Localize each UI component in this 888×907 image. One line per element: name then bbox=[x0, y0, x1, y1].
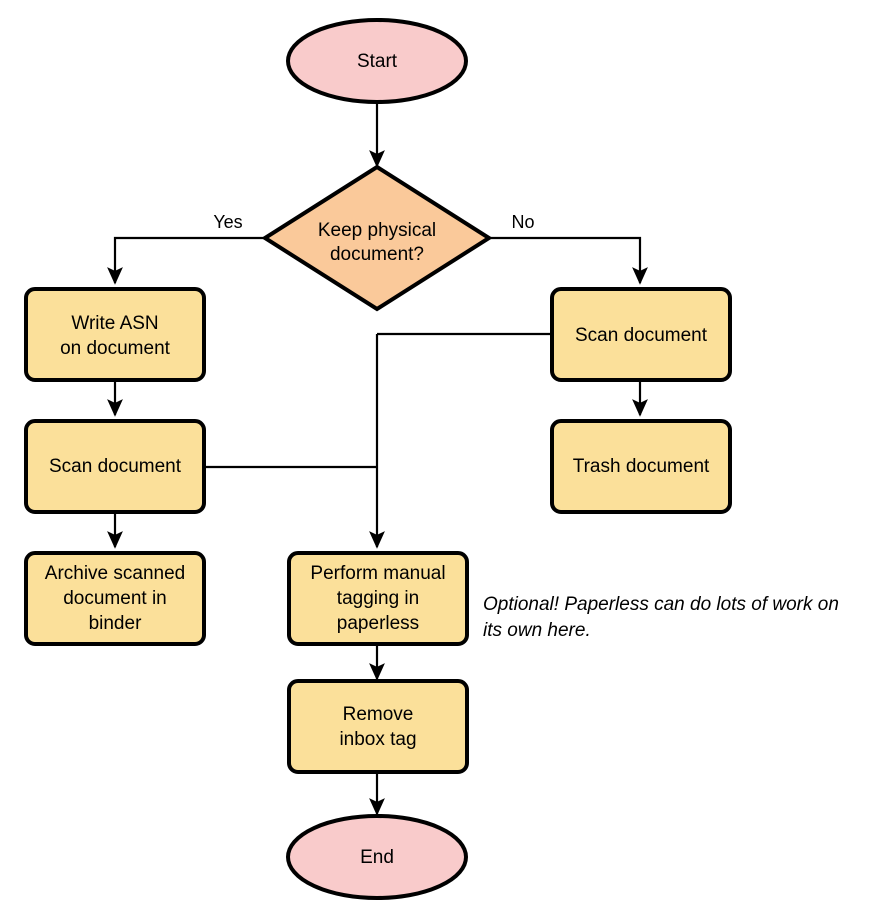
scan-document-left-label: Scan document bbox=[49, 456, 182, 477]
edge-label-yes: Yes bbox=[213, 212, 242, 232]
node-scan-document-left[interactable]: Scan document bbox=[24, 419, 206, 514]
node-start[interactable]: Start bbox=[286, 18, 468, 104]
node-perform-manual-tagging[interactable]: Perform manual tagging in paperless bbox=[287, 551, 469, 646]
decision-label-line2: document? bbox=[330, 244, 424, 265]
annotation-note: Optional! Paperless can do lots of work … bbox=[483, 594, 839, 641]
end-label: End bbox=[360, 847, 394, 868]
trash-document-box bbox=[550, 419, 732, 514]
annotation-line1: Optional! Paperless can do lots of work … bbox=[483, 594, 839, 615]
edge-decision-no-to-scan-right bbox=[489, 236, 648, 285]
end-ellipse bbox=[286, 814, 468, 900]
tagging-label-line3: paperless bbox=[337, 613, 419, 634]
node-scan-document-right[interactable]: Scan document bbox=[550, 287, 732, 382]
scan-document-right-box bbox=[550, 287, 732, 382]
trash-document-label: Trash document bbox=[573, 456, 710, 477]
decision-label-line1: Keep physical bbox=[318, 220, 436, 241]
node-decision-keep-physical-document[interactable]: Keep physical document? bbox=[261, 164, 493, 312]
start-ellipse bbox=[286, 18, 468, 104]
scan-document-right-label: Scan document bbox=[575, 325, 708, 346]
node-archive-scanned-document[interactable]: Archive scanned document in binder bbox=[24, 551, 206, 646]
write-asn-label-line1: Write ASN bbox=[71, 313, 158, 334]
archive-label-line2: document in bbox=[63, 588, 167, 609]
remove-inbox-tag-box bbox=[287, 679, 469, 774]
write-asn-box bbox=[24, 287, 206, 382]
tagging-label-line2: tagging in bbox=[337, 588, 419, 609]
node-end[interactable]: End bbox=[286, 814, 468, 900]
node-write-asn-on-document[interactable]: Write ASN on document bbox=[24, 287, 206, 382]
write-asn-label-line2: on document bbox=[60, 338, 171, 359]
tagging-label-line1: Perform manual bbox=[310, 563, 445, 584]
node-trash-document[interactable]: Trash document bbox=[550, 419, 732, 514]
decision-diamond bbox=[261, 164, 493, 312]
scan-document-left-box bbox=[24, 419, 206, 514]
remove-inbox-label-line1: Remove bbox=[343, 704, 414, 725]
archive-label-line3: binder bbox=[89, 613, 142, 634]
archive-box bbox=[24, 551, 206, 646]
start-label: Start bbox=[357, 51, 398, 72]
tagging-box bbox=[287, 551, 469, 646]
archive-label-line1: Archive scanned bbox=[45, 563, 185, 584]
node-remove-inbox-tag[interactable]: Remove inbox tag bbox=[287, 679, 469, 774]
edge-decision-yes-to-write-asn bbox=[107, 236, 266, 285]
remove-inbox-label-line2: inbox tag bbox=[339, 729, 416, 750]
annotation-line2: its own here. bbox=[483, 620, 591, 641]
edge-label-no: No bbox=[511, 212, 534, 232]
